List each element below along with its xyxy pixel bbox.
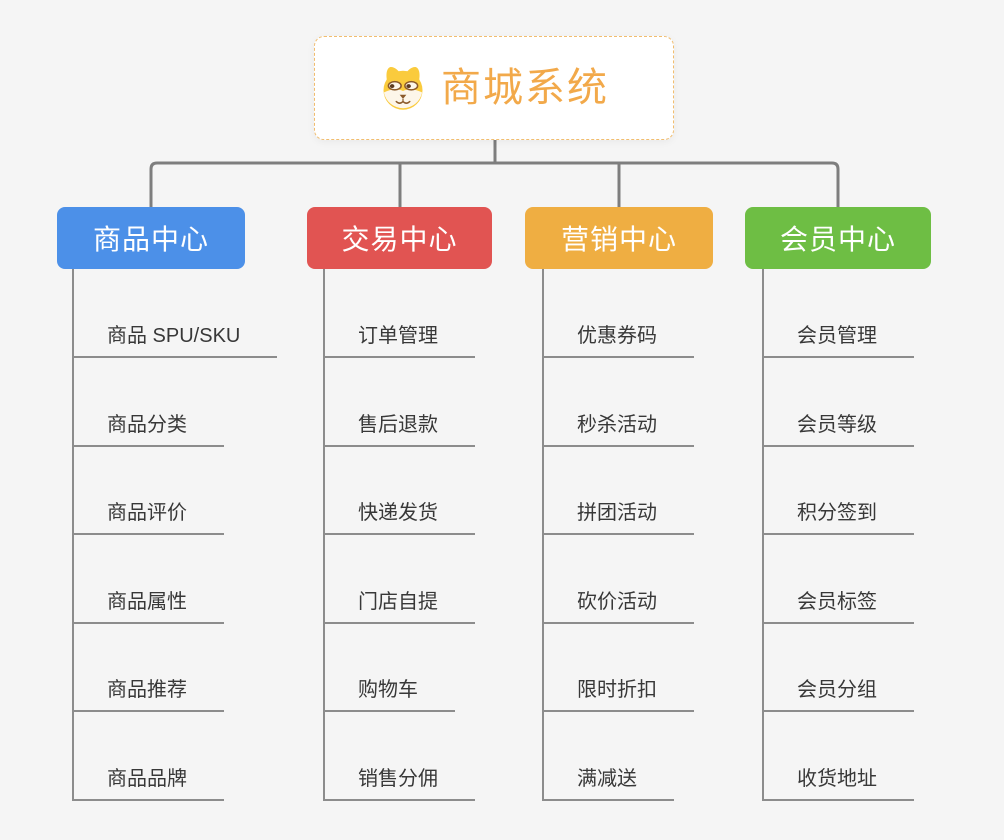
leaf-node[interactable]: 秒杀活动 — [544, 412, 694, 447]
leaf-node[interactable]: 商品评价 — [74, 500, 224, 536]
leaf-label: 订单管理 — [358, 325, 438, 347]
leaf-label: 满减送 — [577, 768, 637, 790]
leaf-label: 销售分佣 — [358, 768, 438, 790]
leaf-label: 收货地址 — [797, 768, 877, 790]
leaf-node[interactable]: 收货地址 — [764, 766, 914, 801]
leaf-node[interactable]: 快递发货 — [325, 500, 475, 536]
leaf-node[interactable]: 门店自提 — [325, 589, 475, 624]
leaf-label: 售后退款 — [358, 413, 438, 436]
leaf-label: 快递发货 — [358, 502, 438, 525]
leaf-label: 商品推荐 — [107, 679, 187, 702]
branch-children-column: 会员管理 会员等级 积分签到 会员标签 会员分组 收货地址 — [762, 269, 1004, 801]
leaf-label: 购物车 — [358, 679, 418, 702]
leaf-label: 会员等级 — [797, 413, 877, 436]
leaf-node[interactable]: 商品推荐 — [74, 677, 224, 713]
leaf-node[interactable]: 售后退款 — [325, 412, 475, 447]
leaf-node[interactable]: 购物车 — [325, 677, 455, 713]
leaf-node[interactable]: 商品分类 — [74, 412, 224, 447]
root-node[interactable]: 商城系统 — [314, 36, 674, 140]
leaf-node[interactable]: 优惠券码 — [544, 323, 694, 358]
leaf-node[interactable]: 商品 SPU/SKU — [74, 323, 278, 358]
leaf-node[interactable]: 拼团活动 — [544, 500, 694, 536]
leaf-node[interactable]: 会员分组 — [764, 677, 914, 713]
dog-face-icon — [379, 64, 427, 112]
leaf-label: 优惠券码 — [577, 325, 657, 347]
branch-children-column: 订单管理 售后退款 快递发货 门店自提 购物车 销售分佣 — [323, 269, 583, 801]
leaf-node[interactable]: 订单管理 — [325, 323, 475, 358]
branch-node-trade-center[interactable]: 交易中心 — [307, 207, 492, 269]
branch-children-column: 优惠券码 秒杀活动 拼团活动 砍价活动 限时折扣 满减送 — [542, 269, 802, 801]
leaf-label: 积分签到 — [797, 502, 877, 525]
leaf-node[interactable]: 会员标签 — [764, 589, 914, 624]
leaf-label: 商品 SPU/SKU — [107, 325, 241, 347]
leaf-label: 会员标签 — [797, 590, 877, 613]
root-title: 商城系统 — [441, 66, 609, 110]
leaf-node[interactable]: 商品属性 — [74, 589, 224, 624]
leaf-node[interactable]: 会员等级 — [764, 412, 914, 447]
leaf-label: 商品评价 — [107, 502, 187, 525]
leaf-label: 秒杀活动 — [577, 413, 657, 436]
branch-node-member-center[interactable]: 会员中心 — [745, 207, 931, 269]
leaf-label: 会员管理 — [797, 325, 877, 347]
leaf-node[interactable]: 销售分佣 — [325, 766, 475, 801]
leaf-node[interactable]: 商品品牌 — [74, 766, 224, 801]
leaf-label: 砍价活动 — [577, 590, 657, 613]
branch-node-marketing-center[interactable]: 营销中心 — [525, 207, 713, 269]
leaf-node[interactable]: 会员管理 — [764, 323, 914, 358]
leaf-label: 商品品牌 — [107, 768, 187, 790]
leaf-label: 会员分组 — [797, 679, 877, 702]
leaf-node[interactable]: 满减送 — [544, 766, 674, 801]
leaf-label: 门店自提 — [358, 590, 438, 613]
leaf-label: 限时折扣 — [577, 679, 657, 702]
leaf-label: 商品分类 — [107, 413, 187, 436]
leaf-label: 拼团活动 — [577, 502, 657, 525]
leaf-node[interactable]: 砍价活动 — [544, 589, 694, 624]
branch-bus-connector — [149, 161, 840, 207]
leaf-node[interactable]: 限时折扣 — [544, 677, 694, 713]
leaf-label: 商品属性 — [107, 590, 187, 613]
leaf-node[interactable]: 积分签到 — [764, 500, 914, 536]
branch-children-column: 商品 SPU/SKU 商品分类 商品评价 商品属性 商品推荐 商品品牌 — [72, 269, 332, 801]
branch-node-product-center[interactable]: 商品中心 — [57, 207, 245, 269]
